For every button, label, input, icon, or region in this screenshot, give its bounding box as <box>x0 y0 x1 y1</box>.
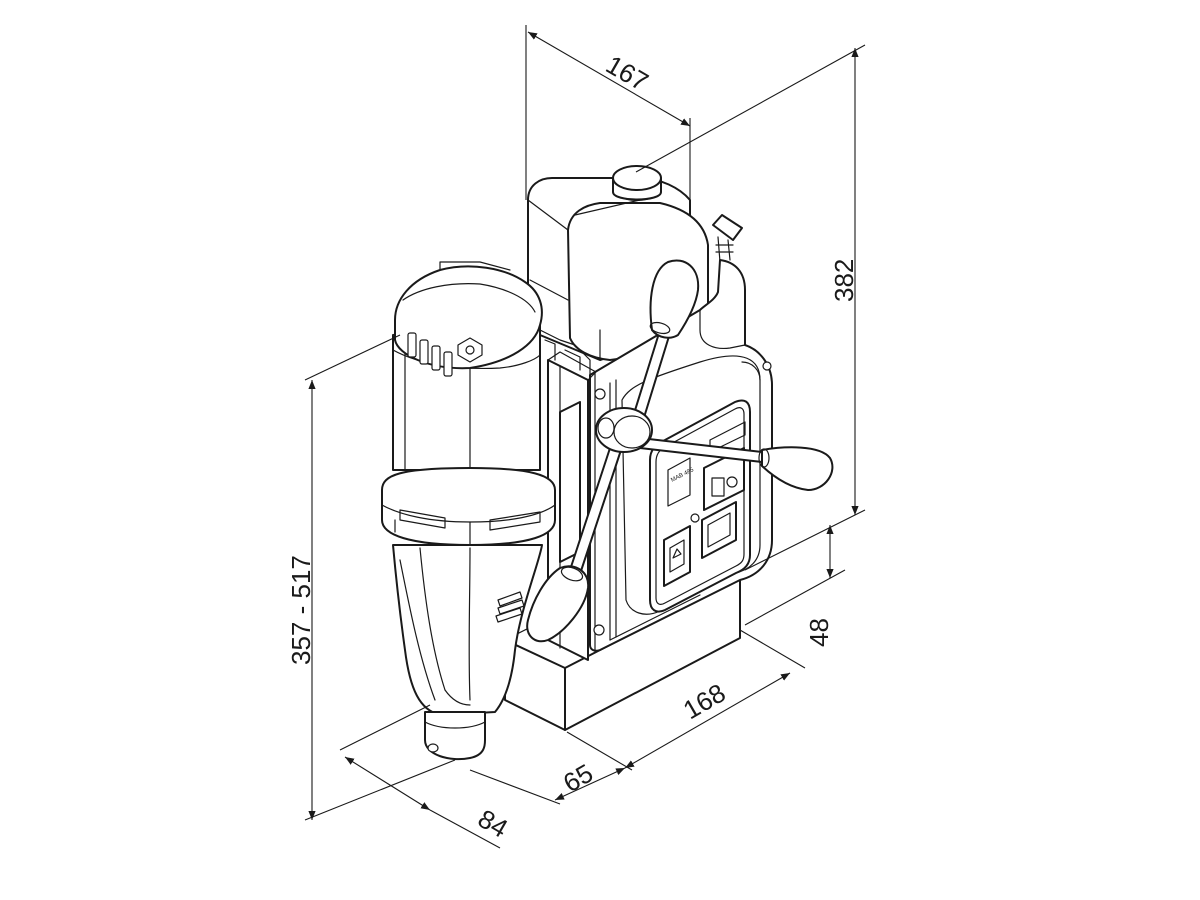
brand-badge: MAB 485 <box>667 457 695 507</box>
power-switch[interactable] <box>663 513 700 587</box>
dimension-lines <box>308 31 859 849</box>
dim-drill-height: 357 - 517 <box>286 555 316 665</box>
motor-clamp <box>381 467 556 546</box>
dim-magnet-height: 48 <box>804 618 834 647</box>
dim-base-offset: 65 <box>558 758 598 798</box>
dim-depth-front: 84 <box>473 803 513 843</box>
dim-width-top: 167 <box>601 49 654 97</box>
dim-height-total: 382 <box>829 259 859 302</box>
dim-base-length: 168 <box>678 678 731 726</box>
spindle <box>424 711 486 760</box>
motor-body <box>392 261 543 481</box>
housing-cap <box>612 165 662 201</box>
cable-gland <box>712 214 743 263</box>
feed-handle[interactable] <box>526 259 834 643</box>
magnet-switch[interactable] <box>701 501 737 559</box>
